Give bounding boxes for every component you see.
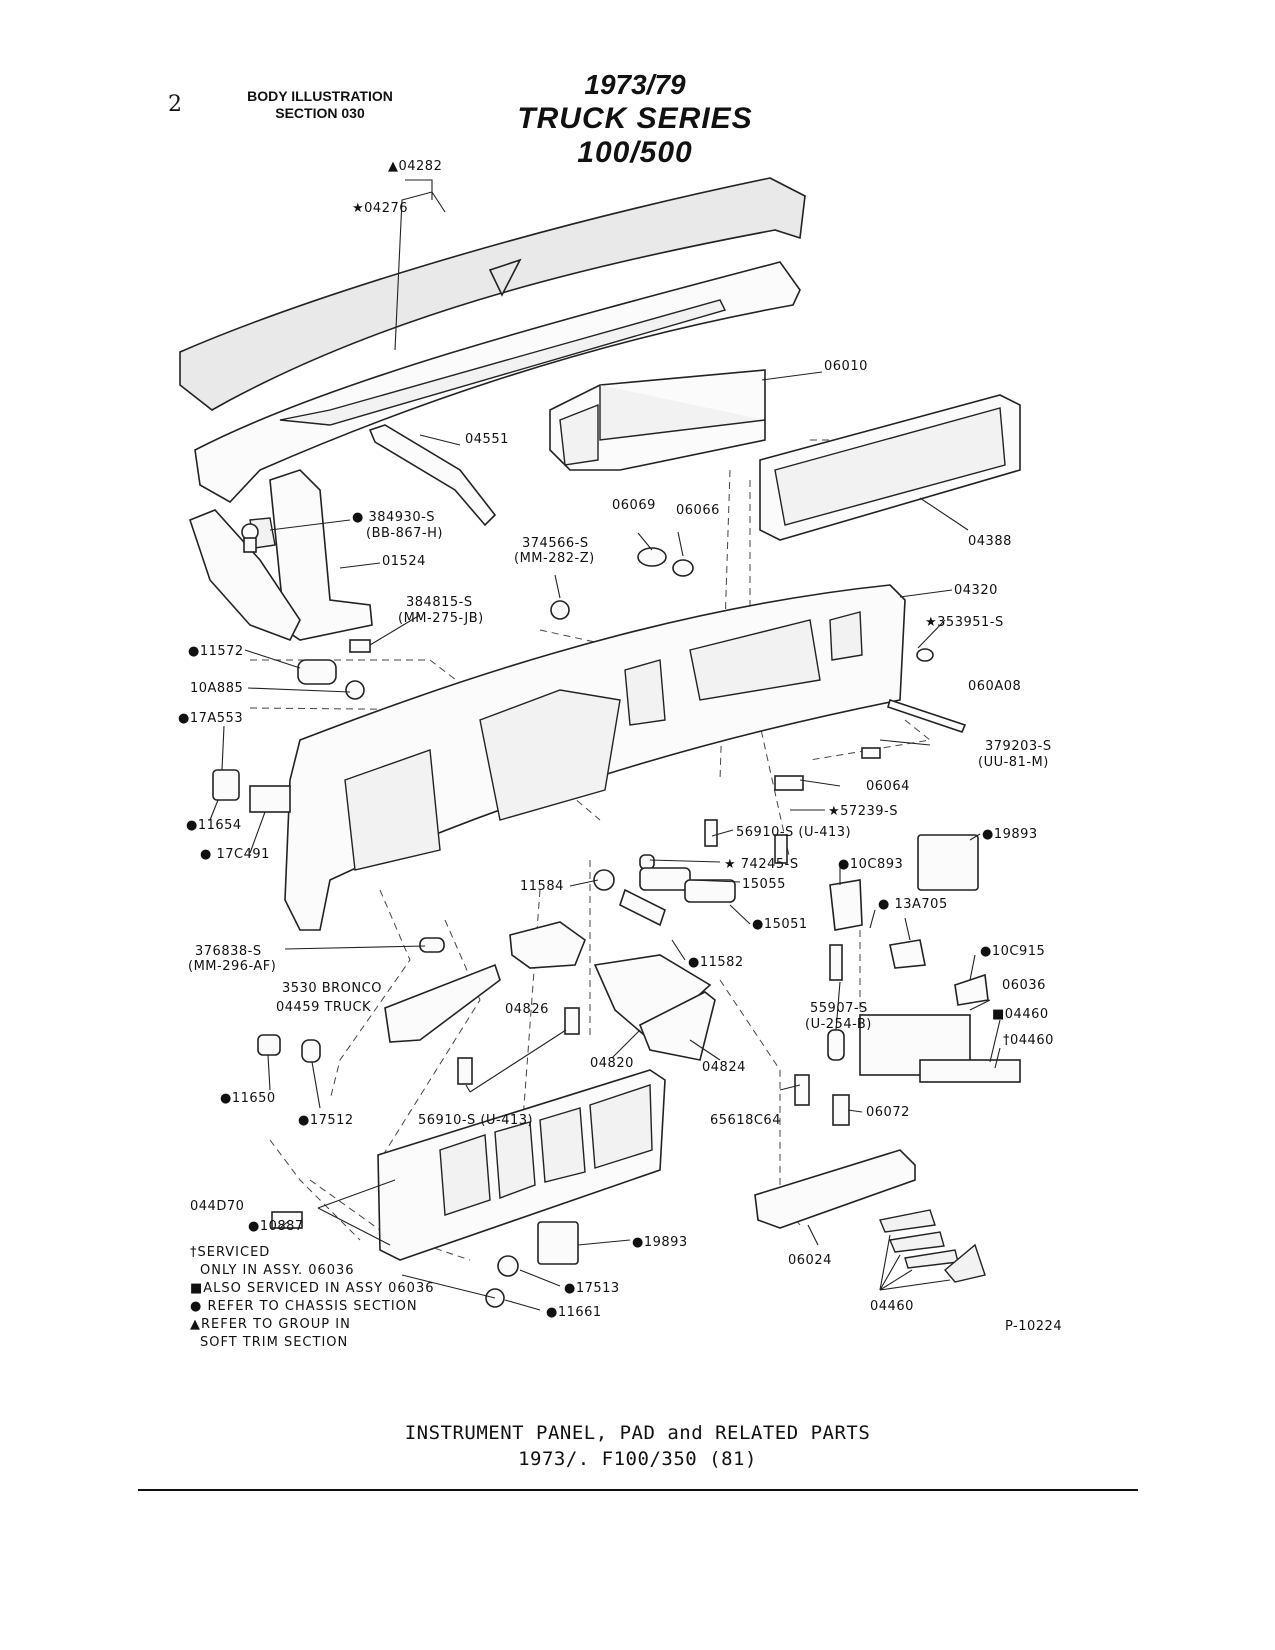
label-384930-code: (BB-867-H) [366,526,443,541]
label-10A885: 10A885 [190,681,243,696]
caption-title: INSTRUMENT PANEL, PAD and RELATED PARTS [404,1422,871,1444]
instrument-panel [284,584,906,931]
label-04276: ★04276 [352,201,408,216]
leader-lines [209,179,1001,1311]
title-years: 1973/79 [584,69,686,100]
label-379203: 379203-S [985,739,1052,754]
section-header-line2: SECTION 030 [275,105,365,121]
label-353951: ★353951-S [925,615,1004,630]
label-55907-code: (U-254-B) [805,1017,872,1032]
label-384815-code: (MM-275-JB) [398,611,484,626]
label-379203-code: (UU-81-M) [978,755,1049,770]
label-04320: 04320 [954,583,998,598]
legend-also-serviced: ■ALSO SERVICED IN ASSY 06036 [190,1281,435,1296]
label-65618C64: 65618C64 [710,1113,781,1128]
label-060A08: 060A08 [968,679,1021,694]
label-06010: 06010 [824,359,868,374]
label-04551: 04551 [465,432,509,447]
title-series: TRUCK SERIES 100/500 [517,102,753,169]
label-04820: 04820 [590,1056,634,1071]
label-044D70: 044D70 [190,1199,244,1214]
label-04460-dagger: †04460 [1003,1033,1054,1048]
page-title: 1973/79 TRUCK SERIES 100/500 [470,68,800,170]
instrument-panel-pad [179,177,806,504]
page-number: 2 [168,92,182,117]
label-15051: ●15051 [752,917,808,932]
label-06064: 06064 [866,779,910,794]
label-11650: ●11650 [220,1091,276,1106]
caption-model: 1973/. F100/350 (81) [518,1448,757,1470]
section-header: BODY ILLUSTRATION SECTION 030 [225,88,415,122]
label-06066: 06066 [676,503,720,518]
part-labels: ▲04282 ★04276 06010 04551 ● 384930-S (BB… [178,159,1062,1334]
label-11661: ●11661 [546,1305,602,1320]
label-06072: 06072 [866,1105,910,1120]
label-11654: ●11654 [186,818,242,833]
label-17513: ●17513 [564,1281,620,1296]
label-11582: ●11582 [688,955,744,970]
label-04388: 04388 [968,534,1012,549]
label-13A705: ● 13A705 [878,897,948,912]
legend-refer-group: ▲REFER TO GROUP IN [190,1317,351,1332]
label-P-10224: P-10224 [1005,1319,1062,1334]
brace-04551 [368,424,497,527]
label-04460-square: ■04460 [992,1007,1049,1022]
label-06036: 06036 [1002,978,1046,993]
label-04282: ▲04282 [388,159,442,174]
label-384815: 384815-S [406,595,473,610]
label-17512: ●17512 [298,1113,354,1128]
label-57239: ★57239-S [828,804,898,819]
label-374566: 374566-S [522,536,589,551]
label-384930: ● 384930-S [352,510,435,525]
legend-chassis: ● REFER TO CHASSIS SECTION [190,1299,418,1314]
label-376838: 376838-S [195,944,262,959]
label-15055: 15055 [742,877,786,892]
label-376838-code: (MM-296-AF) [188,959,276,974]
label-10887: ●10887 [248,1219,304,1234]
label-04826: 04826 [505,1002,549,1017]
label-11572: ●11572 [188,644,244,659]
label-374566-code: (MM-282-Z) [514,551,595,566]
label-74245: ★ 74245-S [724,857,799,872]
legend: †SERVICED ONLY IN ASSY. 06036 ■ALSO SERV… [190,1245,435,1350]
section-header-line1: BODY ILLUSTRATION [247,88,393,104]
legend-soft-trim: SOFT TRIM SECTION [200,1335,348,1350]
label-04460-emblems: 04460 [870,1299,914,1314]
label-04459-truck: 04459 TRUCK [276,1000,371,1015]
cluster-lens-frame [759,394,1021,541]
bottom-rule [138,1489,1138,1491]
label-17C491: ● 17C491 [200,847,270,862]
label-10C893: ●10C893 [838,857,903,872]
label-01524: 01524 [382,554,426,569]
label-3530-bronco: 3530 BRONCO [282,981,382,996]
label-10C915: ●10C915 [980,944,1045,959]
instrument-cluster-housing [549,369,766,471]
label-56910-lower: 56910-S (U-413) [418,1113,533,1128]
legend-only-in-assy: ONLY IN ASSY. 06036 [200,1263,355,1278]
small-components [212,523,1021,1308]
label-19893-upper: ●19893 [982,827,1038,842]
label-55907: 55907-S [810,1001,868,1016]
legend-serviced: †SERVICED [190,1245,270,1260]
label-56910-upper: 56910-S (U-413) [736,825,851,840]
label-04824: 04824 [702,1060,746,1075]
label-17A553: ●17A553 [178,711,243,726]
label-19893-lower: ●19893 [632,1235,688,1250]
label-06024: 06024 [788,1253,832,1268]
label-06069: 06069 [612,498,656,513]
label-11584: 11584 [520,879,564,894]
